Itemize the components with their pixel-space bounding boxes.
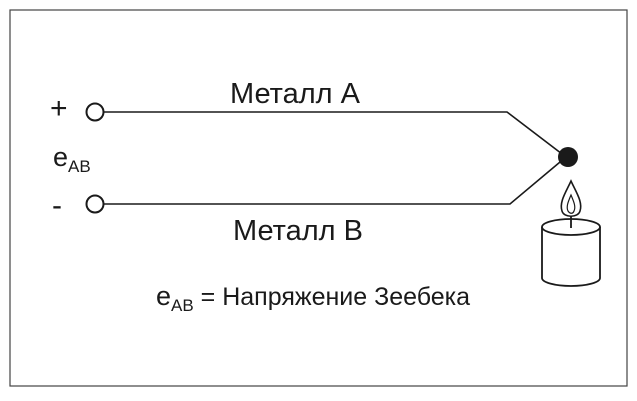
legend-subscript: AB	[171, 296, 194, 315]
emf-subscript: AB	[68, 157, 91, 176]
junction-dot-icon	[558, 147, 578, 167]
legend-text: = Напряжение Зеебека	[194, 283, 470, 311]
terminal-circle-icon	[85, 102, 105, 122]
wire-metal-b	[104, 156, 567, 205]
emf-symbol: e	[53, 142, 68, 172]
terminal-plus-sign: +	[50, 92, 68, 125]
emf-label: eAB	[53, 142, 91, 176]
terminal-circle-icon	[85, 194, 105, 214]
wire-b-label: Металл B	[233, 215, 363, 247]
legend-symbol: e	[156, 281, 171, 311]
wire-a-label: Металл A	[230, 78, 361, 110]
wire-metal-a	[104, 111, 567, 158]
seebeck-legend: eAB = Напряжение Зеебека	[156, 281, 470, 315]
candle-icon	[541, 179, 601, 287]
terminal-minus-sign: -	[52, 189, 62, 222]
diagram-frame	[9, 9, 628, 387]
